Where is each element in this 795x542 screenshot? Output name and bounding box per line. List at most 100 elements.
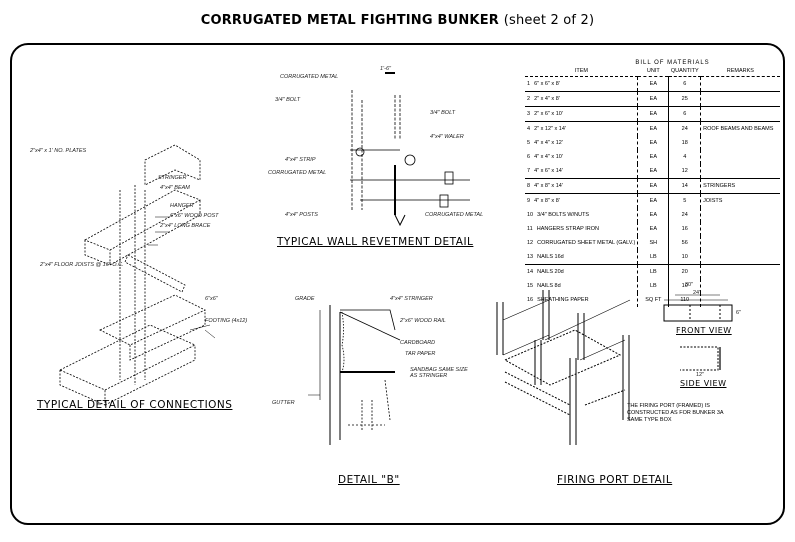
bom-title: BILL OF MATERIALS bbox=[635, 60, 710, 66]
post bbox=[119, 185, 146, 385]
bom-header-row: ITEM UNIT QUANTITY REMARKS bbox=[525, 66, 780, 77]
bom-qty: 20 bbox=[668, 264, 701, 279]
bom-item-text: NAILS 8d bbox=[537, 283, 561, 289]
label-tar-paper: TAR PAPER bbox=[405, 351, 436, 357]
firing-port-note: THE FIRING PORT (FRAMED) IS CONSTRUCTED … bbox=[627, 403, 724, 423]
bom-item-text: 2" x 4" x 8' bbox=[534, 96, 560, 102]
bom-unit: SQ FT bbox=[637, 293, 669, 307]
label-posts: 4"x4" POSTS bbox=[285, 212, 318, 218]
drawing-frame bbox=[10, 43, 785, 525]
post-3 bbox=[577, 313, 585, 360]
bom-qty: 6 bbox=[668, 76, 701, 92]
bom-item-number: 15 bbox=[527, 283, 534, 289]
label-corrugated-bottom: CORRUGATED METAL bbox=[425, 212, 484, 218]
bom-remarks bbox=[700, 279, 780, 293]
bom-header-item: ITEM bbox=[525, 66, 638, 77]
bom-item-text: CORRUGATED SHEET METAL (GALV.) bbox=[537, 240, 636, 246]
bom-qty: 24 bbox=[668, 121, 701, 136]
post-1 bbox=[496, 302, 504, 355]
post-6 bbox=[569, 358, 577, 445]
bom-item-number: 9 bbox=[527, 198, 531, 204]
bom-unit: EA bbox=[637, 222, 669, 236]
connections-caption: TYPICAL DETAIL OF CONNECTIONS bbox=[37, 399, 233, 411]
bom-item-text: 4" x 8" x 14' bbox=[534, 183, 563, 189]
bom-item-number: 2 bbox=[527, 96, 531, 102]
bom-unit: EA bbox=[637, 193, 669, 208]
side-view-caption: SIDE VIEW bbox=[680, 379, 727, 388]
side-dim-height: 6" bbox=[736, 310, 742, 316]
label-long-brace: 2"x4" LONG BRACE bbox=[160, 223, 211, 229]
label-plates: 2"x4" x 1' NO. PLATES bbox=[30, 148, 87, 154]
bom-header-remarks: REMARKS bbox=[700, 66, 780, 77]
bom-header-qty: QUANTITY bbox=[668, 66, 701, 77]
bom-item-text: 4" x 4" x 10' bbox=[534, 154, 563, 160]
bom-header-unit: UNIT bbox=[637, 66, 669, 77]
bom-remarks bbox=[700, 136, 780, 150]
bom-unit: LB bbox=[637, 279, 669, 293]
connections-leaders bbox=[148, 216, 216, 339]
bom-item-text: 4" x 4" x 12' bbox=[534, 140, 563, 146]
label-strip: 4"x4" STRIP bbox=[285, 157, 316, 163]
firing-port-drawing bbox=[496, 290, 631, 445]
bom-item-number: 5 bbox=[527, 140, 531, 146]
label-wood-post: 6"x6" WOOD POST bbox=[170, 213, 219, 219]
bom-qty: 16 bbox=[668, 222, 701, 236]
bom-item-text: 3/4" BOLTS W/NUTS bbox=[537, 212, 590, 218]
bom-qty: 5 bbox=[668, 193, 701, 208]
bom-remarks bbox=[700, 106, 780, 122]
bom-unit: EA bbox=[637, 208, 669, 222]
label-waler: 4"x4" WALER bbox=[430, 134, 464, 140]
bom-unit: LB bbox=[637, 250, 669, 265]
label-cardboard: CARDBOARD bbox=[400, 340, 436, 346]
firing-port-caption: FIRING PORT DETAIL bbox=[557, 474, 673, 486]
label-dim-1-6: 1'-6" bbox=[380, 66, 391, 72]
bom-item-number: 13 bbox=[527, 254, 534, 260]
sheet-number: (sheet 2 of 2) bbox=[503, 13, 595, 28]
label-beam: 4"x4" BEAM bbox=[160, 185, 190, 191]
bom-qty: 6 bbox=[668, 106, 701, 122]
bom-item-text: 2" x 12" x 14' bbox=[534, 126, 566, 132]
label-db-stringer: 4"x4" STRINGER bbox=[390, 296, 433, 302]
detail-b-drawing bbox=[308, 305, 401, 445]
bom-qty: 24 bbox=[668, 208, 701, 222]
box-top bbox=[503, 329, 622, 386]
bom-remarks: ROOF BEAMS AND BEAMS bbox=[700, 121, 780, 136]
front-dim-inner: 24" bbox=[693, 290, 702, 296]
label-wood-rail: 2"x6" WOOD RAIL bbox=[400, 318, 446, 324]
side-dim-depth: 12" bbox=[696, 372, 705, 378]
bom-remarks bbox=[700, 222, 780, 236]
revetment-caption: TYPICAL WALL REVETMENT DETAIL bbox=[277, 236, 474, 248]
bom-item-text: SHEATHING PAPER bbox=[537, 297, 589, 303]
bom-qty: 4 bbox=[668, 150, 701, 164]
bom-unit: LB bbox=[637, 264, 669, 279]
front-dim-outer: 30" bbox=[685, 282, 694, 288]
bom-remarks bbox=[700, 208, 780, 222]
bom-item-number: 11 bbox=[527, 226, 533, 232]
bom-remarks bbox=[700, 91, 780, 107]
footing bbox=[59, 324, 196, 406]
bom-unit: EA bbox=[637, 164, 669, 179]
bom-item-number: 12 bbox=[527, 240, 534, 246]
label-bolt-left: 3/4" BOLT bbox=[275, 97, 301, 103]
top-beam bbox=[84, 189, 201, 266]
bom-item-text: 2" x 6" x 10' bbox=[534, 111, 563, 117]
post-2 bbox=[542, 290, 550, 340]
bom-qty: 10 bbox=[668, 279, 701, 293]
bom-item-number: 8 bbox=[527, 183, 531, 189]
label-bolt-right: 3/4" BOLT bbox=[430, 110, 456, 116]
